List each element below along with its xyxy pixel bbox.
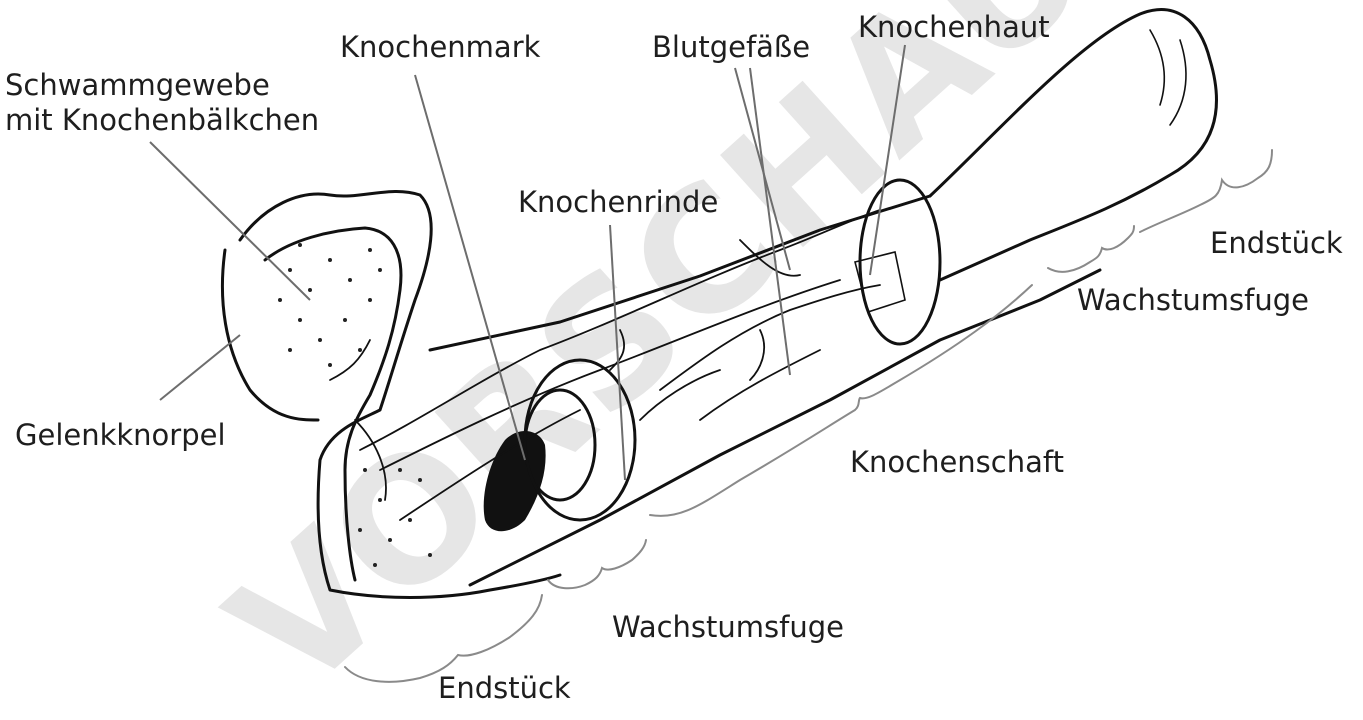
label-knochenschaft: Knochenschaft [850, 445, 1064, 479]
label-schwammgewebe-line1: Schwammgewebe [5, 68, 270, 102]
label-gelenkknorpel: Gelenkknorpel [15, 418, 226, 452]
label-knochenrinde: Knochenrinde [518, 185, 718, 219]
articular-cartilage [222, 250, 318, 420]
label-endstueck-right: Endstück [1210, 226, 1343, 260]
label-wachstumsfuge-left: Wachstumsfuge [612, 610, 844, 644]
brace-endstueck-right [1140, 150, 1272, 232]
label-knochenhaut: Knochenhaut [858, 10, 1050, 44]
label-schwammgewebe-line2: mit Knochenbälkchen [5, 103, 319, 137]
brace-wachstumsfuge-left [548, 540, 646, 588]
leader-schwammgewebe [150, 142, 310, 300]
brace-wachstumsfuge-right [1048, 226, 1134, 272]
leader-gelenkknorpel [160, 335, 240, 400]
label-blutgefaesse: Blutgefäße [652, 30, 810, 64]
label-wachstumsfuge-right: Wachstumsfuge [1077, 283, 1309, 317]
right-bone-end-shading [1150, 30, 1186, 125]
label-knochenmark: Knochenmark [340, 30, 541, 64]
label-endstueck-left: Endstück [438, 671, 571, 705]
